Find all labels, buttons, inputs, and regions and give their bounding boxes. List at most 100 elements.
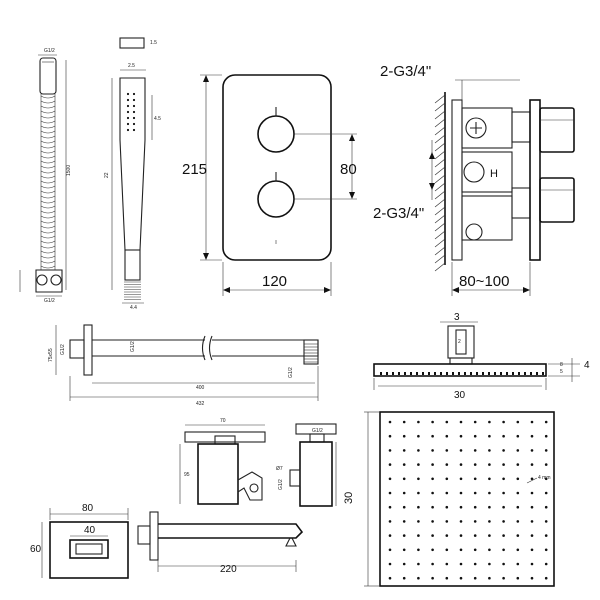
elbow-drawing: 70 95 G1/2 G1/2 Ø7 <box>179 418 337 507</box>
side-nozzle <box>488 372 490 375</box>
head-side-nozzles <box>380 372 544 375</box>
top-nozzle <box>516 463 520 466</box>
top-nozzle <box>544 491 548 495</box>
side-nozzle <box>434 372 436 375</box>
top-nozzle <box>502 505 505 509</box>
top-nozzle <box>388 477 392 481</box>
hatch-line <box>434 134 446 144</box>
top-nozzle <box>417 477 420 481</box>
hand-shower-nozzles <box>126 92 136 132</box>
top-nozzle <box>417 463 420 466</box>
top-nozzle <box>417 562 420 566</box>
top-nozzle <box>502 534 505 537</box>
head-inner-label: 2 <box>458 339 461 345</box>
top-nozzle <box>530 562 534 566</box>
top-nozzle <box>417 434 420 438</box>
head-width-label: 30 <box>454 390 466 401</box>
top-nozzle <box>388 576 392 580</box>
side-nozzle <box>464 372 466 375</box>
head-top-dim-label: 3 <box>454 312 460 323</box>
hand-base-thread <box>124 281 141 300</box>
side-nozzle <box>494 372 496 375</box>
top-nozzle <box>402 548 406 552</box>
top-nozzle <box>431 548 434 552</box>
top-nozzle <box>530 463 534 466</box>
top-nozzle <box>445 477 449 481</box>
top-nozzle <box>388 434 392 438</box>
top-nozzle <box>544 434 548 438</box>
hatch-line <box>434 262 446 272</box>
top-nozzle <box>417 548 420 552</box>
valve-h-mark: H <box>490 168 498 180</box>
head-small-a-label: 8 <box>560 362 563 368</box>
arm-total-label: 432 <box>196 401 205 407</box>
hatch-line <box>434 94 446 104</box>
top-nozzle <box>417 491 420 495</box>
side-nozzle <box>386 372 388 375</box>
top-nozzle <box>459 449 463 452</box>
top-nozzle <box>388 562 392 566</box>
top-nozzle <box>530 505 534 509</box>
top-nozzle <box>544 548 548 552</box>
nozzle-dot <box>132 122 136 126</box>
top-nozzle <box>488 420 491 424</box>
top-nozzle <box>431 576 434 580</box>
hatch-line <box>434 230 446 240</box>
side-nozzle <box>446 372 448 375</box>
top-nozzle <box>431 534 434 537</box>
top-nozzle <box>402 576 406 580</box>
side-nozzle <box>428 372 430 375</box>
top-nozzle <box>417 534 420 537</box>
head-top-nozzle-label: 4 mm <box>538 475 551 481</box>
top-nozzle <box>544 420 548 424</box>
hatch-line <box>434 174 446 184</box>
hose-inlet-label: G1/2 <box>44 48 55 54</box>
head-top-drawing: 30 4 mm <box>343 411 555 587</box>
top-nozzle <box>473 420 477 424</box>
top-nozzle <box>431 463 434 466</box>
nozzle-dot <box>126 128 130 132</box>
top-nozzle <box>445 449 449 452</box>
hatch-line <box>434 254 446 264</box>
arm-flange-label: 75x55 <box>48 348 54 362</box>
top-nozzle <box>530 420 534 424</box>
top-nozzle <box>473 463 477 466</box>
top-nozzle <box>402 520 406 523</box>
hatch-line <box>434 198 446 208</box>
elbow-width-label: 70 <box>220 418 226 424</box>
hose-coil-path <box>40 95 56 269</box>
nozzle-pitch-label: 4.5 <box>154 116 161 122</box>
top-nozzle <box>544 463 548 466</box>
nozzle-dot <box>126 98 130 102</box>
top-nozzle <box>530 449 534 452</box>
nozzle-dot <box>132 104 136 108</box>
side-nozzle <box>482 372 484 375</box>
side-nozzle <box>440 372 442 375</box>
top-nozzle <box>431 562 434 566</box>
top-nozzle <box>445 505 449 509</box>
top-nozzle <box>530 534 534 537</box>
side-nozzle <box>530 372 532 375</box>
top-nozzle <box>516 548 520 552</box>
hand-base-label: 4.4 <box>130 305 137 311</box>
hatch-line <box>434 126 446 136</box>
hand-stem-label: 22 <box>104 172 110 178</box>
top-nozzle <box>402 434 406 438</box>
top-nozzle <box>473 434 477 438</box>
top-nozzle <box>502 576 505 580</box>
hand-head-sub-label: 1.5 <box>150 40 157 46</box>
top-nozzle <box>431 520 434 523</box>
top-nozzle <box>445 534 449 537</box>
top-nozzle <box>402 463 406 466</box>
spout-width-label: 80 <box>82 503 94 514</box>
top-nozzle <box>459 420 463 424</box>
top-nozzle <box>473 562 477 566</box>
top-nozzle <box>530 576 534 580</box>
side-nozzle <box>452 372 454 375</box>
top-nozzle <box>431 420 434 424</box>
top-nozzle <box>402 449 406 452</box>
top-nozzle <box>516 562 520 566</box>
hatch-line <box>434 142 446 152</box>
top-nozzle <box>544 562 548 566</box>
